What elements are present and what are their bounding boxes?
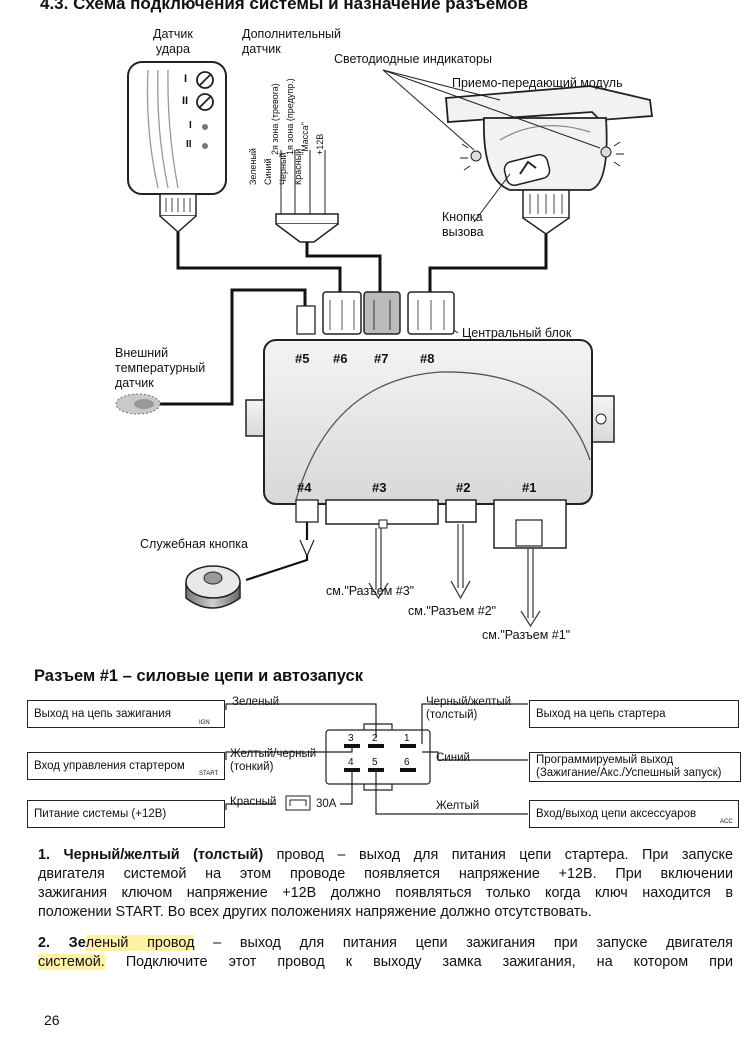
- box-starter-output: Выход на цепь стартера: [529, 700, 739, 728]
- temp-sensor-label: Внешний температурный датчик: [115, 346, 206, 390]
- service-button-label: Служебная кнопка: [140, 537, 248, 551]
- pin-3: 3: [348, 733, 354, 744]
- see-connector-1: см."Разъем #1": [482, 628, 571, 642]
- led-indicators-label: Светодиодные индикаторы: [334, 52, 492, 66]
- transceiver-label: Приемо-передающий модуль: [452, 76, 623, 90]
- central-unit-body: [245, 339, 615, 549]
- see-connector-3: см."Разъем #3": [326, 584, 415, 598]
- connector-4-label: #4: [297, 480, 312, 495]
- p2-lead: 2. Зе: [38, 935, 86, 951]
- p2-line2: Подключите этот провод к выходу замка за…: [104, 954, 733, 970]
- temperature-sensor: [115, 393, 161, 415]
- start-tag: START: [199, 771, 219, 777]
- fuse-rating: 30А: [316, 798, 337, 810]
- p2-line1: – выход для питания цепи зажигания при з…: [194, 935, 733, 951]
- central-unit-label: Центральный блок: [462, 326, 572, 340]
- shock-mark-1: I: [184, 73, 188, 85]
- connector-2-label: #2: [456, 480, 471, 495]
- ign-tag: IGN: [199, 720, 210, 726]
- p1-line1: провод – выход для питания цепи стартера…: [263, 847, 733, 863]
- p1-line3: зажигания ключом напряжение +12В должно …: [38, 885, 733, 901]
- wire-green-label: Зеленый: [232, 696, 280, 708]
- shock-mark-2: II: [182, 95, 189, 107]
- top-connectors: [296, 291, 455, 335]
- paragraph-2: 2. Зеленый провод – выход для питания це…: [38, 934, 733, 972]
- p2-highlight-2: системой.: [38, 954, 105, 970]
- box-power-supply: Питание системы (+12В): [27, 800, 225, 828]
- p1-line4: положении START. Во всех других положени…: [38, 904, 592, 920]
- page-number: 26: [44, 1012, 60, 1028]
- connector-8-label: #8: [420, 351, 435, 366]
- wire-black-yellow-label: Черный/желтый (толстый): [426, 696, 512, 721]
- service-button: [185, 522, 315, 609]
- connector-3-label: #3: [372, 480, 387, 495]
- call-button-label: Кнопка вызова: [442, 210, 484, 239]
- wire-red-label: Красный: [230, 796, 277, 808]
- fuse-icon: [285, 795, 311, 811]
- shock-sensor: [127, 61, 227, 234]
- box-accessory-io: Вход/выход цепи аксессуаров: [529, 800, 739, 828]
- box-programmable-output: Программируемый выход (Зажигание/Акс./Ус…: [529, 752, 741, 782]
- pin-6: 6: [404, 757, 410, 768]
- box-ignition-output: Выход на цепь зажигания: [27, 700, 225, 728]
- section-heading: 4.3. Схема подключения системы и назначе…: [40, 0, 529, 13]
- extra-sensor-label: Дополнительный датчик: [242, 27, 341, 56]
- connector-1-heading: Разъем #1 – силовые цепи и автозапуск: [34, 667, 363, 685]
- wire-yellow-label: Желтый: [436, 800, 480, 812]
- box-starter-input: Вход управления стартером: [27, 752, 225, 780]
- harness-wires: [160, 232, 548, 406]
- connector-6-label: #6: [333, 351, 348, 366]
- p1-line2: двигателя системой на этом проводе появл…: [38, 866, 733, 882]
- connector-5-label: #5: [295, 351, 310, 366]
- shock-sensor-label: Датчик удара: [153, 27, 193, 56]
- p2-highlight: леный провод: [85, 935, 195, 951]
- pin-4: 4: [348, 757, 354, 768]
- shock-mark-4: II: [186, 139, 192, 150]
- p1-lead: 1. Черный/желтый (толстый): [38, 847, 264, 863]
- pin-1: 1: [404, 733, 410, 744]
- connector-7-label: #7: [374, 351, 389, 366]
- paragraph-1: 1. Черный/желтый (толстый) провод – выхо…: [38, 846, 733, 922]
- pin-2: 2: [372, 733, 378, 744]
- see-connector-2: см."Разъем #2": [408, 604, 497, 618]
- wire-blue-label: Синий: [436, 752, 470, 764]
- connector-arrows: [368, 524, 541, 628]
- pin-5: 5: [372, 757, 378, 768]
- shock-mark-3: I: [189, 120, 192, 131]
- wire-yellow-black-label: Желтый/черный (тонкий): [230, 748, 317, 773]
- connector-1-label: #1: [522, 480, 537, 495]
- transceiver-module: [445, 85, 654, 235]
- acc-tag: ACC: [720, 819, 733, 825]
- wiring-diagram: [115, 61, 654, 628]
